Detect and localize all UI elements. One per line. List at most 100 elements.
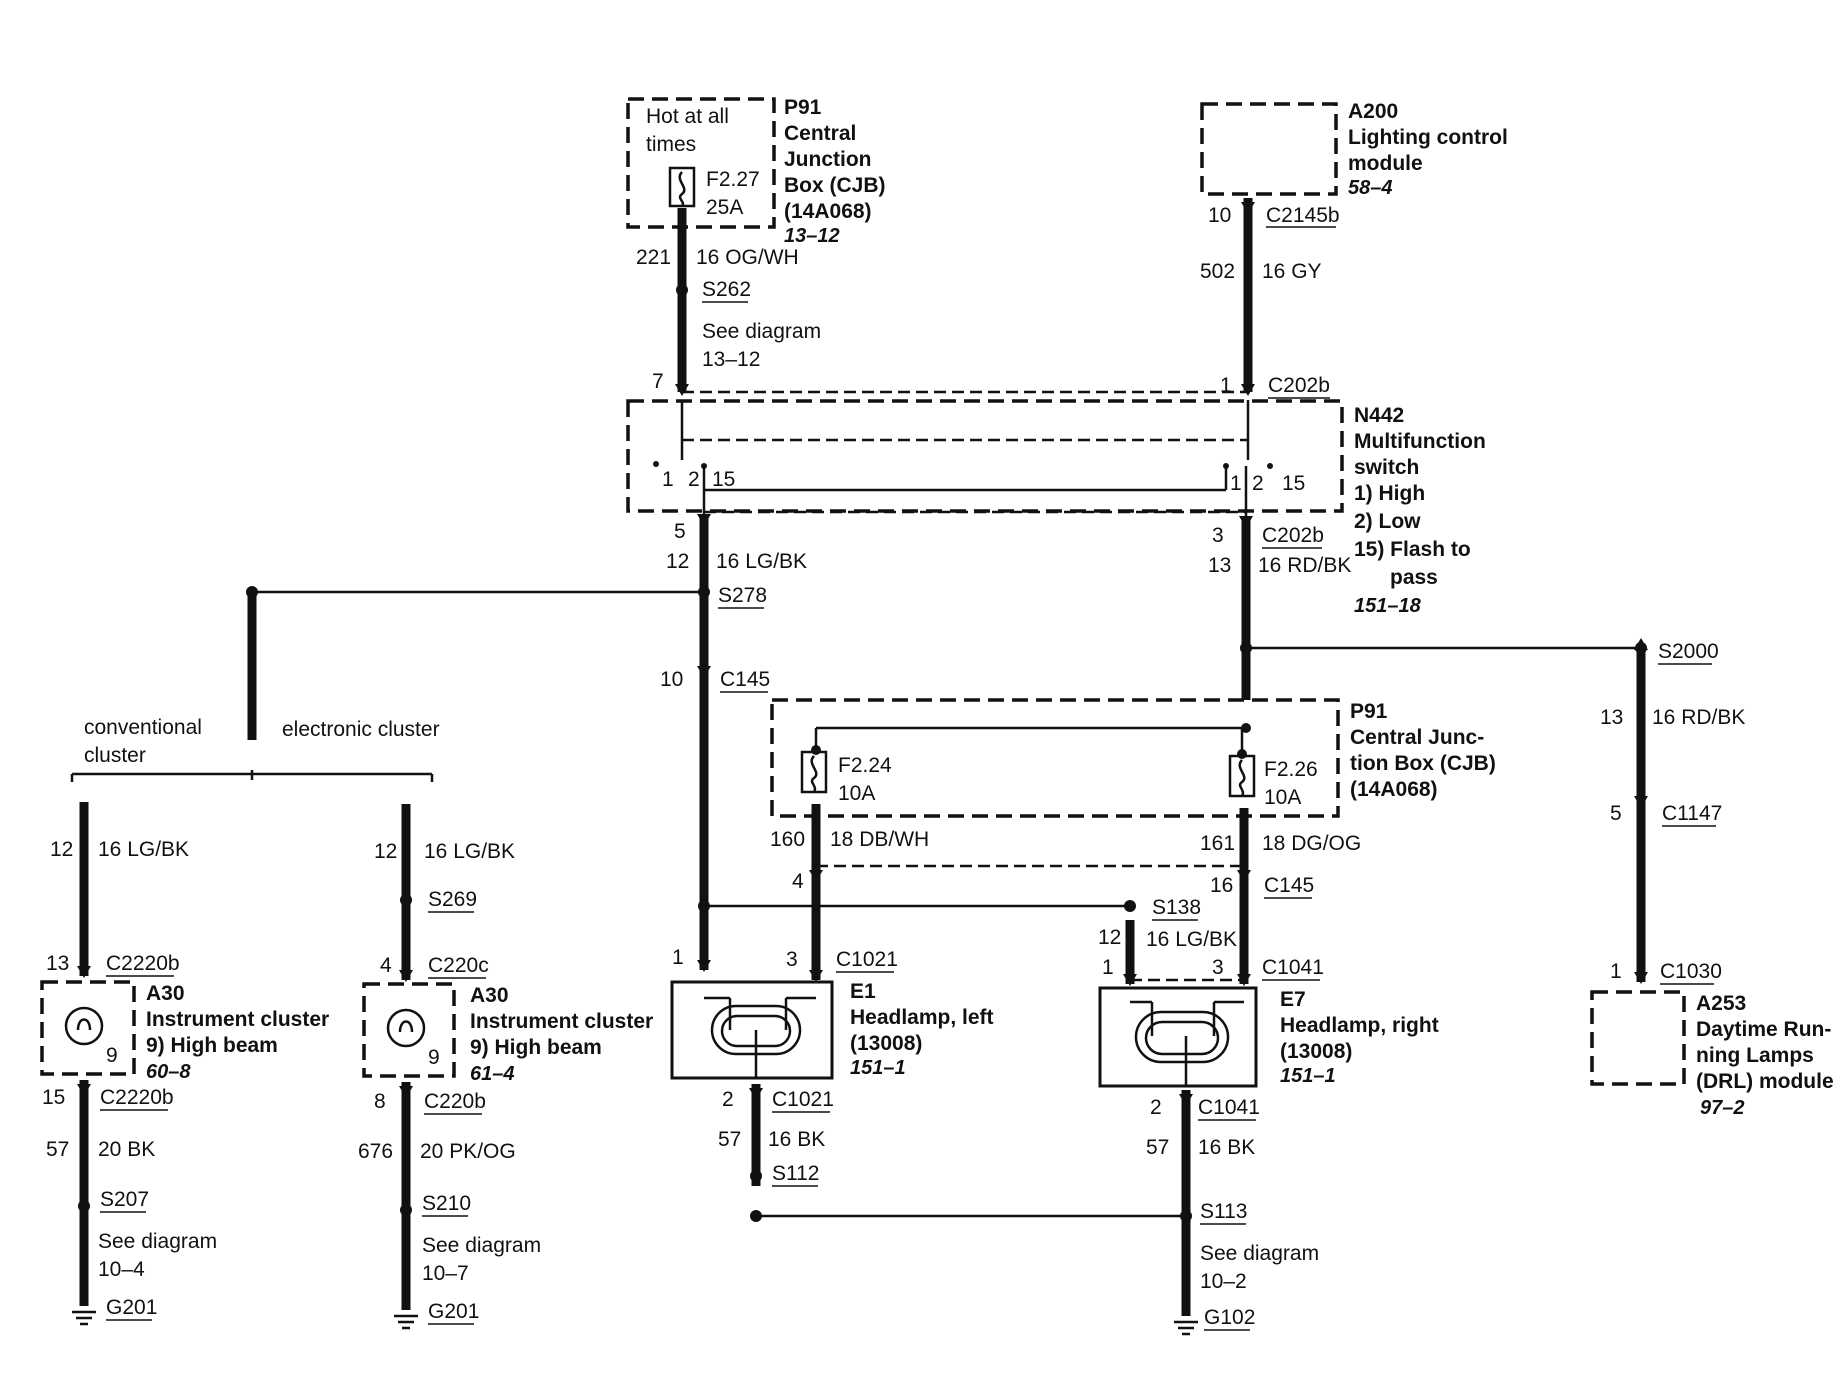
ground-icon-g201-b <box>394 1314 418 1330</box>
label-14a068-top: (14A068) <box>784 200 872 223</box>
label-c1021-bottom: C1021 <box>772 1088 834 1111</box>
label-pin-10-top: 10 <box>1208 204 1231 227</box>
label-ref-10-2: 10–2 <box>1200 1270 1247 1293</box>
label-c202b-bottom: C202b <box>1262 524 1324 547</box>
label-high-beam-1: 9) High beam <box>146 1034 278 1057</box>
cjb-fuse-box <box>770 698 1340 818</box>
label-pin-10-c145: 10 <box>660 668 683 691</box>
label-pin-12-left: 12 <box>666 550 689 573</box>
label-c220b: C220b <box>424 1090 486 1113</box>
label-switch: switch <box>1354 456 1419 479</box>
label-ref-97-2: 97–2 <box>1700 1097 1745 1119</box>
label-pin-3-sw: 3 <box>1212 524 1224 547</box>
ground-icon-g102 <box>1174 1320 1198 1336</box>
label-instrument-cluster-2: Instrument cluster <box>470 1010 653 1033</box>
label-e7: E7 <box>1280 988 1306 1011</box>
fuse-f226-icon <box>1228 754 1256 798</box>
label-conv-9: 9 <box>106 1044 118 1067</box>
label-elec-16-lg-bk: 16 LG/BK <box>424 840 515 863</box>
label-g201-b: G201 <box>428 1300 479 1323</box>
label-c2145b: C2145b <box>1266 204 1340 227</box>
label-18-dg-og: 18 DG/OG <box>1262 832 1361 855</box>
label-pin-4-c145: 4 <box>792 870 804 893</box>
label-10a-r: 10A <box>1264 786 1301 809</box>
ground-icon-g201-a <box>72 1310 96 1326</box>
label-box-cjb: Box (CJB) <box>784 174 886 197</box>
label-16-og-wh: 16 OG/WH <box>696 246 799 269</box>
label-sw-flash: 15) Flash to <box>1354 538 1471 561</box>
label-s278: S278 <box>718 584 767 607</box>
fuse-f227-icon <box>668 166 696 208</box>
label-c202b-top: C202b <box>1268 374 1330 397</box>
label-s269: S269 <box>428 888 477 911</box>
label-w160: 160 <box>770 828 805 851</box>
label-e7-pin-1: 1 <box>1102 956 1114 979</box>
label-high-beam-2: 9) High beam <box>470 1036 602 1059</box>
label-hot-at-all: Hot at all <box>646 105 729 128</box>
label-e1-pin-1: 1 <box>672 946 684 969</box>
label-elec-12: 12 <box>374 840 397 863</box>
label-a30-2: A30 <box>470 984 509 1007</box>
label-pin-5-drl: 5 <box>1610 802 1622 825</box>
label-e1-part: (13008) <box>850 1032 922 1055</box>
bulb-icon-electronic <box>386 1008 426 1048</box>
label-instrument-cluster-1: Instrument cluster <box>146 1008 329 1031</box>
label-c1041-bottom: C1041 <box>1198 1096 1260 1119</box>
label-s138-16-lg-bk: 16 LG/BK <box>1146 928 1237 951</box>
label-14a068-mid: (14A068) <box>1350 778 1438 801</box>
label-s2000: S2000 <box>1658 640 1719 663</box>
label-conventional: conventional <box>84 716 202 739</box>
label-e1-pin-2: 2 <box>722 1088 734 1111</box>
label-ref-58-4: 58–4 <box>1348 177 1393 199</box>
label-conv-57: 57 <box>46 1138 69 1161</box>
drl-module-box <box>1590 990 1686 1086</box>
label-elec-20-pk-og: 20 PK/OG <box>420 1140 516 1163</box>
label-conv-12: 12 <box>50 838 73 861</box>
label-ref-151-1-r: 151–1 <box>1280 1065 1336 1087</box>
label-sw-right-15: 15 <box>1282 472 1305 495</box>
label-sw-right-2: 2 <box>1252 472 1264 495</box>
headlamp-bulb-left-icon <box>704 996 816 1078</box>
label-conv-20-bk: 20 BK <box>98 1138 155 1161</box>
lighting-control-module-box <box>1200 102 1338 196</box>
label-18-db-wh: 18 DB/WH <box>830 828 929 851</box>
label-conv-13: 13 <box>46 952 69 975</box>
label-multifunction: Multifunction <box>1354 430 1486 453</box>
label-pin-1-top: 1 <box>1220 374 1232 397</box>
label-s112: S112 <box>772 1162 820 1185</box>
headlamp-right-box <box>1098 986 1258 1088</box>
label-c220c: C220c <box>428 954 489 977</box>
label-w221: 221 <box>636 246 671 269</box>
label-a200: A200 <box>1348 100 1398 123</box>
label-e7-57: 57 <box>1146 1136 1169 1159</box>
label-ref-13-12: 13–12 <box>784 225 840 247</box>
label-junction: Junction <box>784 148 872 171</box>
label-s210: S210 <box>422 1192 471 1215</box>
label-n442: N442 <box>1354 404 1404 427</box>
label-c145-right: C145 <box>1264 874 1314 897</box>
label-ref-151-18: 151–18 <box>1354 595 1422 617</box>
label-lighting-control: Lighting control <box>1348 126 1508 149</box>
label-c1041-top: C1041 <box>1262 956 1324 979</box>
label-e1-57: 57 <box>718 1128 741 1151</box>
label-s138: S138 <box>1152 896 1201 919</box>
headlamp-bulb-right-icon <box>1130 1000 1244 1086</box>
label-ref-10-4: 10–4 <box>98 1258 145 1281</box>
label-16-lg-bk-main: 16 LG/BK <box>716 550 807 573</box>
label-sw-high: 1) High <box>1354 482 1425 505</box>
label-pin-7: 7 <box>652 370 664 393</box>
connector-arrows <box>77 202 1648 1106</box>
label-ref-151-1-l: 151–1 <box>850 1057 906 1079</box>
label-w502: 502 <box>1200 260 1235 283</box>
label-conv-15: 15 <box>42 1086 65 1109</box>
label-e7-part: (13008) <box>1280 1040 1352 1063</box>
label-electronic-cluster: electronic cluster <box>282 718 440 741</box>
label-sw-left-2: 2 <box>688 468 700 491</box>
headlamp-left-box <box>670 980 834 1080</box>
label-see-diagram-2: See diagram <box>98 1230 217 1253</box>
label-c2220b-b: C2220b <box>100 1086 174 1109</box>
label-a253: A253 <box>1696 992 1746 1015</box>
label-ref-61-4: 61–4 <box>470 1063 515 1085</box>
label-f227: F2.27 <box>706 168 760 191</box>
label-c145-left: C145 <box>720 668 770 691</box>
